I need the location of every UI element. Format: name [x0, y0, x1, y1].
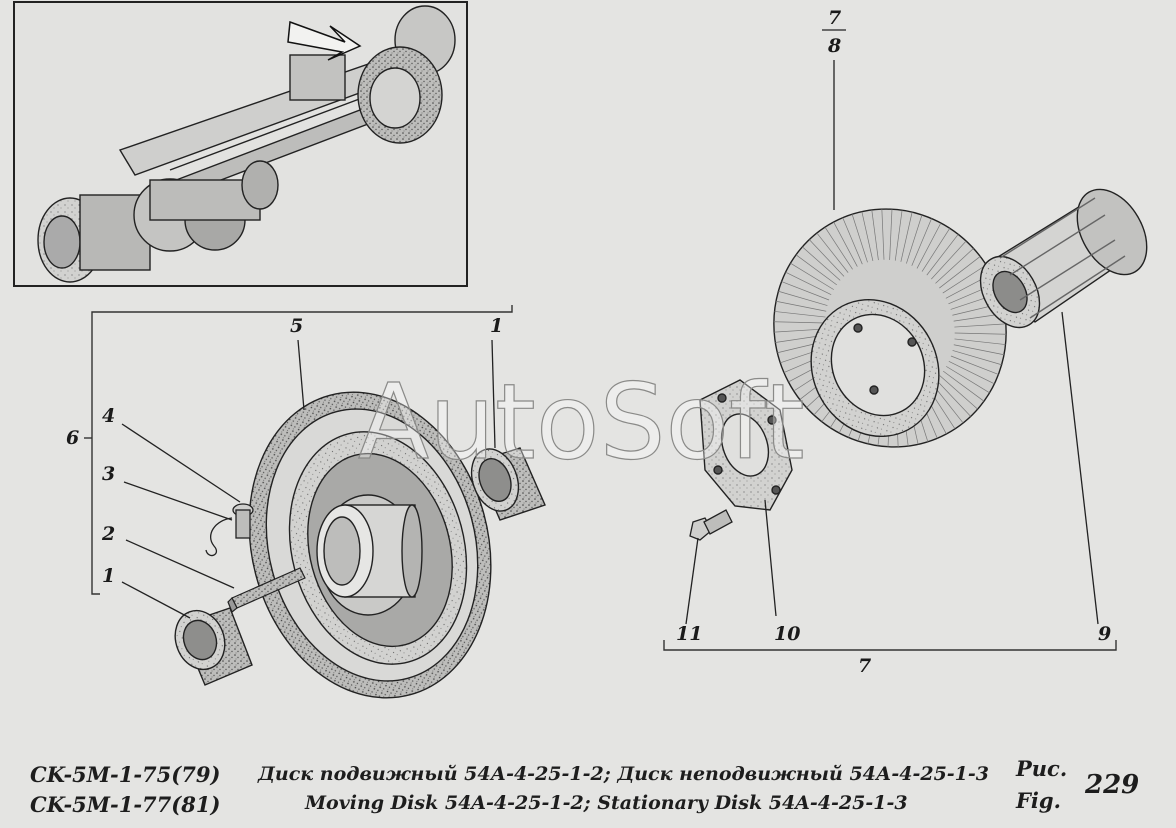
- disk-hatch-line: [954, 332, 1007, 335]
- disk-hatch-line: [950, 355, 999, 375]
- callout-2: 2: [101, 523, 115, 545]
- bushing-top: [470, 447, 546, 521]
- callout-7-numerator: 7: [828, 7, 841, 29]
- disk-hatch-line: [900, 212, 913, 262]
- callout-1-top: 1: [490, 315, 503, 337]
- disk-hatch-line: [795, 254, 837, 286]
- disk-hatch-line: [942, 264, 987, 294]
- model-code-line2: CK-5M-1-77(81): [30, 792, 221, 817]
- disk-hatch-line: [871, 209, 879, 261]
- disk-hatch-line: [954, 338, 1006, 345]
- leader-lines: [121, 60, 1099, 625]
- screw-and-wire: [205, 503, 254, 557]
- disk-hatch-line: [906, 214, 923, 264]
- disk-hatch-line: [775, 300, 827, 312]
- disk-hatch-line: [809, 239, 845, 277]
- axle-drawing: [37, 5, 456, 283]
- callout-1-bottom: 1: [102, 565, 115, 587]
- disk-hatch-line: [773, 321, 826, 324]
- figure-label-en: Fig.: [1016, 788, 1061, 813]
- disk-hatch-line: [781, 281, 830, 301]
- disk-hatch-line: [948, 360, 995, 385]
- disk-hatch-line: [952, 350, 1002, 366]
- disk-hatch-line: [943, 370, 985, 402]
- disk-hatch-line: [824, 226, 853, 270]
- figure-label-ru: Рис.: [1016, 756, 1068, 781]
- caption-title-ru: Диск подвижный 54А-4-25-1-2; Диск неподв…: [258, 763, 990, 785]
- disk-hatch-line: [946, 366, 990, 394]
- disk-hatch-line: [785, 271, 832, 296]
- callout-9: 9: [1098, 623, 1111, 645]
- bushing-bottom: [174, 607, 253, 686]
- disk-hatch-line: [802, 246, 841, 281]
- disk-hatch-line: [889, 209, 893, 260]
- callout-5: 5: [290, 315, 303, 337]
- flange-plate: [699, 379, 793, 511]
- disk-hatch-line: [926, 234, 959, 276]
- model-code-line1: CK-5M-1-75(79): [30, 762, 221, 787]
- figure-number: 229: [1085, 770, 1140, 800]
- disk-hatch-line: [778, 290, 828, 306]
- hub-part: [979, 188, 1148, 329]
- disk-hatch-line: [935, 379, 971, 417]
- disk-hatch-line: [881, 209, 885, 260]
- disk-hatch-line: [939, 256, 981, 289]
- disk-hatch-line: [939, 375, 978, 410]
- callout-7-denominator: 8: [827, 35, 841, 57]
- key-part: [227, 567, 306, 613]
- disk-hatch-line: [833, 221, 858, 267]
- watermark: AutoSoft: [358, 361, 805, 483]
- bracket-group-6: [84, 305, 513, 595]
- callout-4: 4: [102, 405, 115, 427]
- disk-hatch-line: [911, 218, 932, 266]
- disk-hatch-line: [790, 262, 834, 290]
- location-arrow-icon: [287, 20, 362, 61]
- disk-hatch-line: [894, 210, 903, 261]
- disk-hatch-line: [851, 214, 868, 263]
- disk-hatch-line: [953, 344, 1005, 356]
- callout-10: 10: [774, 623, 800, 645]
- callout-7-bottom: 7: [858, 655, 871, 677]
- callout-3: 3: [102, 463, 115, 485]
- disk-hatch-line: [935, 248, 974, 284]
- disk-hatch-line: [816, 232, 849, 273]
- callout-numbers: 1 1 2 3 4 5 6 7 8 7 9 10 11: [66, 7, 1111, 677]
- caption-title-en: Moving Disk 54A-4-25-1-2; Stationary Dis…: [305, 792, 908, 814]
- callout-11: 11: [676, 623, 702, 645]
- moving-disk: [248, 391, 492, 699]
- callout-6: 6: [66, 427, 79, 449]
- axle-assembly-inset: [13, 1, 468, 287]
- disk-hatch-line: [774, 311, 826, 318]
- disk-hatch-line: [774, 328, 826, 333]
- disk-hatch-line: [931, 240, 967, 280]
- disk-hatch-line: [916, 222, 942, 269]
- stationary-disk: [773, 208, 1007, 448]
- disk-hatch-line: [954, 323, 1006, 328]
- disk-hatch-line: [921, 228, 951, 272]
- bracket-group-7: [663, 640, 1117, 651]
- disk-hatch-line: [842, 217, 863, 265]
- bolt-part: [689, 509, 733, 541]
- disk-hatch-line: [861, 211, 874, 262]
